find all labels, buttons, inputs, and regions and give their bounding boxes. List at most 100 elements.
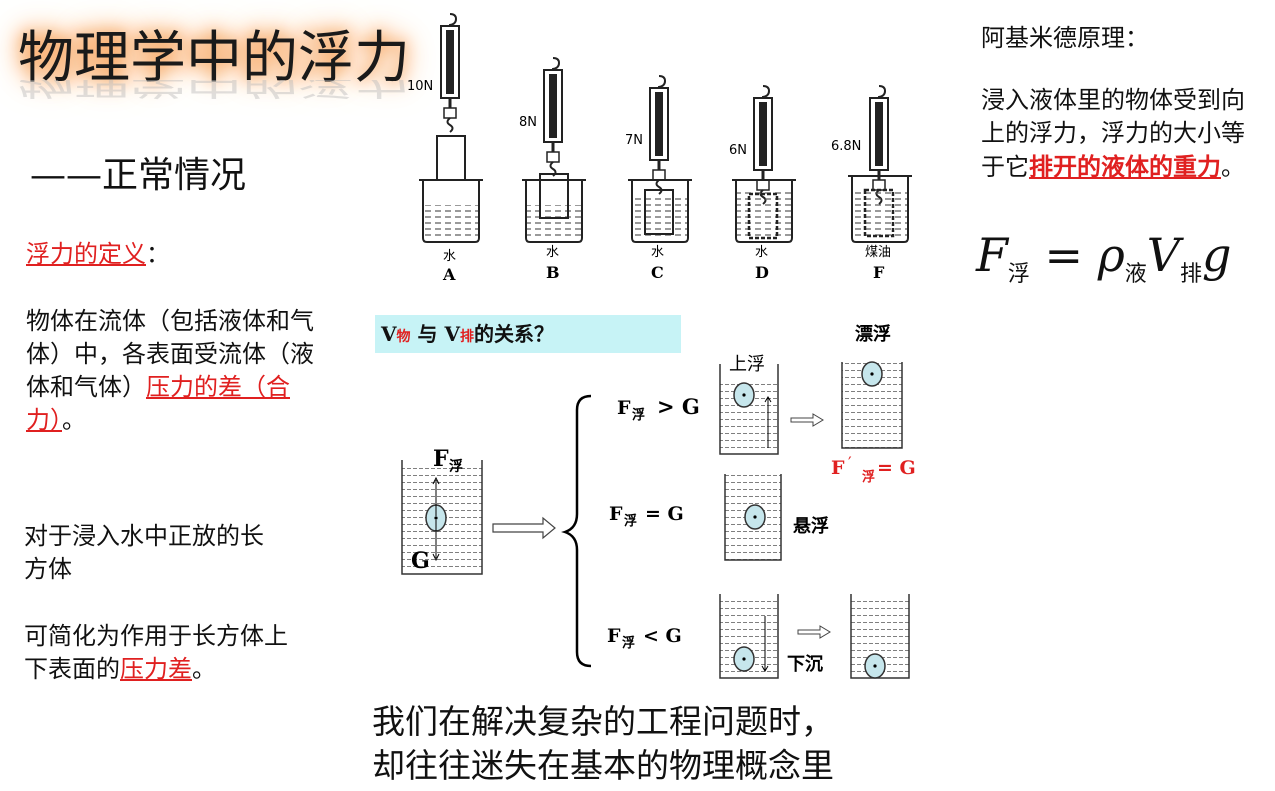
cases-svg: F 浮 G F 浮 > G 上浮 漂浮 F ′ <box>401 323 916 679</box>
formula-equals: = <box>1029 228 1098 282</box>
definition-heading-colon: ： <box>146 240 170 268</box>
archimedes-title: 阿基米德原理： <box>981 24 1149 52</box>
definition-heading-text: 浮力的定义 <box>26 240 146 268</box>
block-c <box>644 189 674 235</box>
spring-scale-f <box>868 84 890 206</box>
rise-arrow-icon <box>790 413 824 427</box>
buoyancy-formula: F浮 = ρ液V排g <box>976 228 1232 288</box>
float-beaker: 漂浮 F ′ 浮 = G <box>831 323 916 485</box>
liquid-label-c: 水 <box>651 245 664 260</box>
archimedes-period: 。 <box>1221 153 1245 181</box>
archimedes-highlight: 排开的液体的重力 <box>1029 152 1221 181</box>
definition-highlight: 压力的差（合力） <box>26 373 290 434</box>
question-mid: 与 V <box>410 322 460 346</box>
formula-V-sub: 排 <box>1180 262 1203 288</box>
main-F-sub: 浮 <box>449 458 463 475</box>
liquid-label-f: 煤油 <box>865 245 891 260</box>
reading-b: 8N <box>519 115 537 130</box>
page-subtitle: ——正常情况 <box>30 155 247 196</box>
rise-beaker: 上浮 <box>719 354 779 455</box>
bottom-line-1: 我们在解决复杂的工程问题时， <box>372 702 834 741</box>
rectangle-simplification-text: 可简化为作用于长方体上下表面的 <box>24 622 288 683</box>
definition-body-text: 物体在流体（包括液体和气体）中，各表面受流体（液体和气体） <box>26 307 314 401</box>
reading-c: 7N <box>625 133 643 148</box>
beaker-f: 6.8N 煤油 F <box>831 84 912 282</box>
float-eq-sub: 浮 <box>862 469 875 485</box>
sink-beaker <box>719 594 779 679</box>
case-equal-F: F <box>609 503 623 525</box>
sink-label: 下沉 <box>787 654 823 675</box>
title-reflection: 物理学中的浮力 <box>18 80 410 101</box>
spring-scale-c <box>648 74 670 196</box>
pressure-difference-highlight: 压力差 <box>120 655 192 683</box>
case-greater-F: F <box>617 397 631 419</box>
spring-scale-b <box>542 56 564 178</box>
question-end: 的关系？ <box>473 322 554 346</box>
letter-f: F <box>873 263 885 282</box>
reading-a: 10N <box>407 79 433 94</box>
case-greater-rel: > G <box>657 394 700 419</box>
bottom-statement: 我们在解决复杂的工程问题时， 却往往迷失在基本的物理概念里 <box>372 700 834 788</box>
case-equal-F-sub: 浮 <box>624 513 637 529</box>
experiment-svg: 10N 水 A 8N 水 B 7N 水 C <box>407 12 912 284</box>
block-a <box>436 135 466 181</box>
definition-period: 。 <box>62 406 86 434</box>
archimedes-body-text: 浸入液体里的物体受到向上的浮力，浮力的大小等于它 <box>981 86 1245 181</box>
spring-scale-a <box>439 12 461 134</box>
formula-rho: ρ <box>1097 228 1125 282</box>
float-eq-F: F <box>831 457 845 479</box>
v-displaced-sub: 排 <box>459 329 474 345</box>
buoyancy-cases-diagram: F 浮 G F 浮 > G 上浮 漂浮 F ′ <box>395 318 935 688</box>
reading-f: 6.8N <box>831 139 861 154</box>
letter-a: A <box>442 265 456 284</box>
liquid-a <box>423 205 479 237</box>
rectangle-period: 。 <box>192 655 216 683</box>
beaker-b: 8N 水 B <box>519 56 586 282</box>
suspend-beaker: 悬浮 <box>724 474 829 561</box>
case-greater-F-sub: 浮 <box>632 407 645 423</box>
rectangle-simplification: 可简化为作用于长方体上下表面的压力差。 <box>24 620 294 686</box>
case-equal-rel: = G <box>645 503 684 525</box>
formula-V: V <box>1146 228 1181 282</box>
volume-relation-question: V物 与 V排的关系？ <box>375 315 681 353</box>
case-less-F: F <box>607 625 621 647</box>
letter-c: C <box>651 263 664 282</box>
liquid-label-a: 水 <box>443 249 456 264</box>
v-object: V <box>381 322 397 346</box>
bottom-line-2: 却往往迷失在基本的物理概念里 <box>372 746 834 785</box>
spring-scale-d <box>752 84 774 206</box>
rectangle-note: 对于浸入水中正放的长方体 <box>24 522 264 583</box>
main-F: F <box>433 446 449 472</box>
formula-F-sub: 浮 <box>1007 262 1030 288</box>
rise-label: 上浮 <box>729 354 765 375</box>
page-title: 物理学中的浮力 <box>18 26 410 91</box>
formula-rho-sub: 液 <box>1124 262 1147 288</box>
main-beaker: F 浮 G <box>401 446 483 575</box>
hollow-arrow-icon <box>492 516 556 540</box>
liquid-label-b: 水 <box>546 245 559 260</box>
letter-b: B <box>546 263 560 282</box>
v-object-sub: 物 <box>396 329 411 345</box>
beaker-a: 10N 水 A <box>407 12 483 284</box>
brace-icon <box>561 394 592 668</box>
block-d <box>747 192 779 240</box>
definition-heading: 浮力的定义： <box>26 238 170 271</box>
beaker-d: 6N 水 D <box>729 84 796 282</box>
block-b <box>539 173 569 219</box>
liquid-label-d: 水 <box>755 245 768 260</box>
title-area: 物理学中的浮力 物理学中的浮力 <box>10 18 410 148</box>
block-f <box>863 188 895 238</box>
case-less-rel: < G <box>643 625 682 647</box>
float-eq-prime: ′ <box>848 453 852 472</box>
spring-scale-experiment: 10N 水 A 8N 水 B 7N 水 C <box>405 10 925 295</box>
definition-body: 物体在流体（包括液体和气体）中，各表面受流体（液体和气体）压力的差（合力）。 <box>26 305 316 437</box>
sink-arrow-icon <box>797 625 831 639</box>
archimedes-body: 浸入液体里的物体受到向上的浮力，浮力的大小等于它排开的液体的重力。 <box>981 84 1266 184</box>
letter-d: D <box>755 263 769 282</box>
sunk-beaker <box>850 594 910 679</box>
reading-d: 6N <box>729 143 747 158</box>
suspend-label: 悬浮 <box>792 515 829 537</box>
float-label: 漂浮 <box>855 323 891 345</box>
formula-F: F <box>976 228 1008 282</box>
beaker-c: 7N 水 C <box>625 74 692 282</box>
